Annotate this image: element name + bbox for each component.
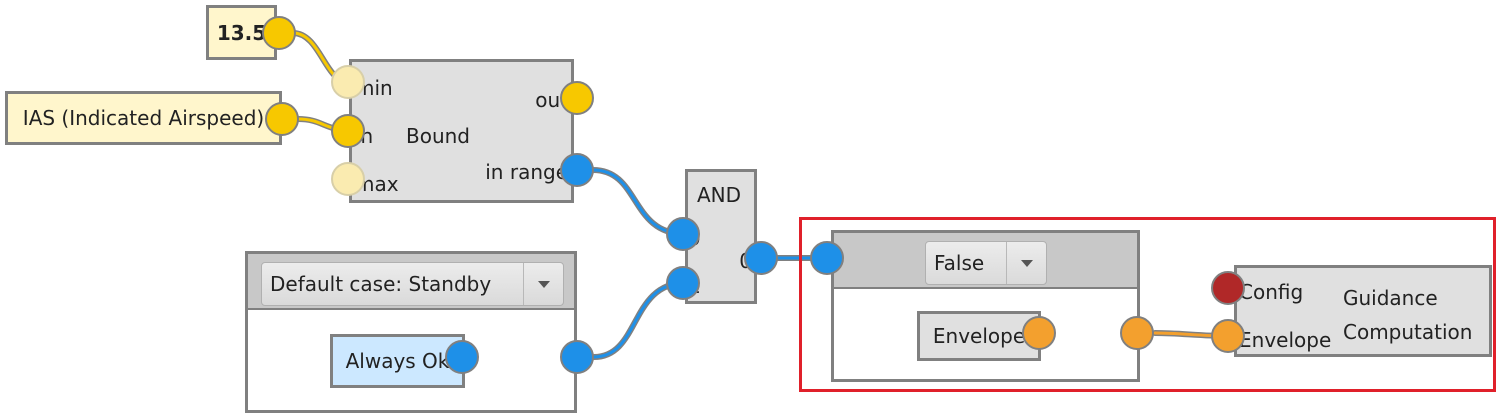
guidance-input-config-label: Config	[1239, 280, 1304, 304]
bound-title: Bound	[406, 124, 471, 148]
false-input-port[interactable]	[810, 241, 844, 275]
ias-input-label: IAS (Indicated Airspeed)	[22, 106, 265, 130]
guidance-input-envelope-label: Envelope	[1239, 328, 1332, 352]
guidance-config-port[interactable]	[1211, 271, 1245, 305]
ias-output-port[interactable]	[265, 102, 299, 136]
bound-in-port[interactable]	[331, 114, 365, 148]
chevron-down-icon[interactable]	[1006, 242, 1046, 284]
bound-output-out-label: out	[535, 88, 568, 112]
bound-inrange-port[interactable]	[560, 153, 594, 187]
envelope-value-box[interactable]: Envelope	[917, 311, 1041, 361]
false-value-dropdown[interactable]: False	[925, 241, 1047, 285]
bound-max-port[interactable]	[331, 162, 365, 196]
envelope-output-port[interactable]	[1022, 316, 1056, 350]
and-input-1-port[interactable]	[666, 266, 700, 300]
false-value-selected: False	[934, 251, 985, 275]
constant-value-label: 13.5	[216, 20, 267, 45]
guidance-title-line1: Guidance	[1343, 286, 1438, 310]
constant-value-box[interactable]: 13.5	[206, 5, 277, 60]
switch-output-port[interactable]	[560, 340, 594, 374]
ias-input-box[interactable]: IAS (Indicated Airspeed)	[5, 91, 282, 145]
chevron-down-icon[interactable]	[523, 263, 563, 305]
bound-input-max-label: max	[355, 172, 399, 196]
and-title: AND	[697, 183, 742, 207]
envelope-value-label: Envelope	[932, 324, 1026, 348]
switch-case-selected: Default case: Standby	[270, 272, 492, 296]
false-node[interactable]: False Envelope	[831, 230, 1140, 382]
guidance-title-line2: Computation	[1343, 320, 1473, 344]
bound-out-port[interactable]	[560, 81, 594, 115]
constant-output-port[interactable]	[262, 16, 296, 50]
always-ok-box[interactable]: Always Ok	[330, 334, 465, 388]
guidance-computation-node[interactable]: Config Envelope Guidance Computation	[1234, 265, 1492, 357]
selection-highlight	[799, 217, 1496, 392]
switch-case-dropdown[interactable]: Default case: Standby	[261, 262, 564, 306]
always-ok-label: Always Ok	[345, 349, 450, 373]
bound-node[interactable]: min in max Bound out in range	[349, 59, 574, 203]
bound-output-inrange-label: in range	[485, 160, 568, 184]
switch-node[interactable]: Default case: Standby Always Ok	[245, 251, 577, 413]
bound-min-port[interactable]	[331, 65, 365, 99]
guidance-envelope-port[interactable]	[1211, 319, 1245, 353]
false-output-port[interactable]	[1120, 316, 1154, 350]
always-ok-output-port[interactable]	[445, 340, 479, 374]
and-input-0-port[interactable]	[666, 217, 700, 251]
and-output-port[interactable]	[744, 241, 778, 275]
